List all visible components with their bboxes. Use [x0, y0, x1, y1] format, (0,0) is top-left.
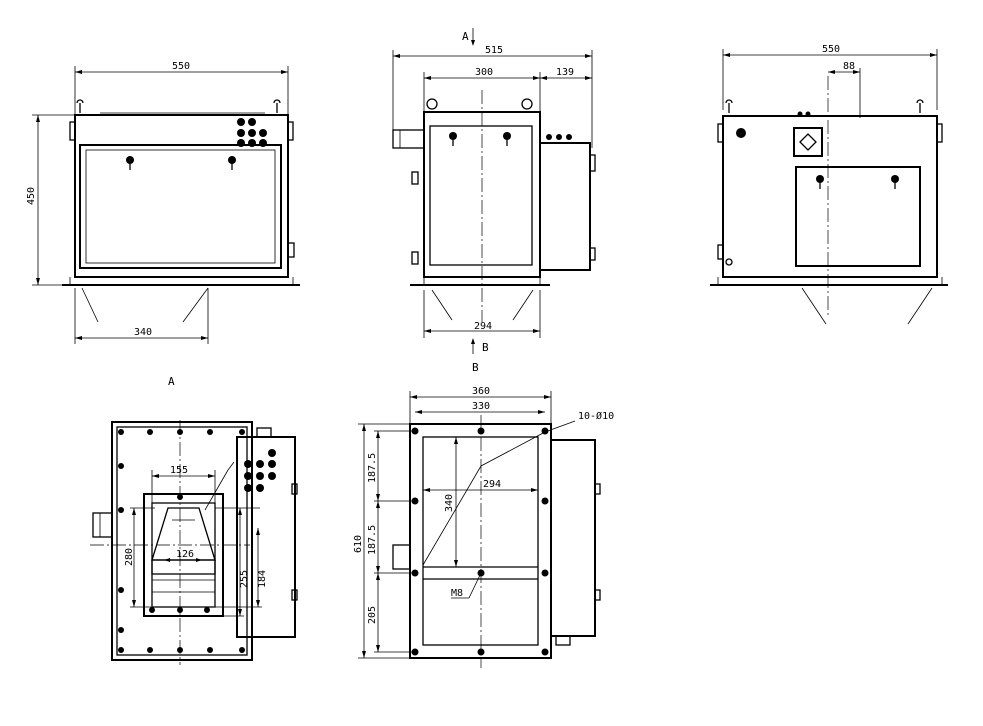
- side-dim-515: 515: [485, 45, 503, 56]
- rear-dim-88: 88: [843, 61, 855, 72]
- front-dim-340: 340: [134, 327, 152, 338]
- rear-view: 550 88: [710, 44, 948, 325]
- view-a-title: A: [168, 375, 175, 388]
- view-a-glands: [244, 449, 276, 492]
- front-view: 550 450: [26, 61, 300, 344]
- view-b-dim-205: 205: [367, 606, 378, 624]
- view-b-holes-note: 10-Ø10: [578, 410, 614, 422]
- view-b-dim-360: 360: [472, 386, 490, 397]
- side-section-b: B: [482, 341, 489, 354]
- front-dim-450: 450: [26, 187, 37, 205]
- view-b-thread-note: M8: [451, 588, 463, 599]
- side-section-a: A: [462, 30, 469, 43]
- side-view: A 515 300 139: [392, 28, 596, 354]
- view-b-title: B: [472, 361, 479, 374]
- view-b-dim-330: 330: [472, 401, 490, 412]
- view-a-dim-255: 255: [239, 570, 250, 588]
- view-a-dim-184: 184: [257, 570, 268, 588]
- front-dim-550: 550: [172, 61, 190, 72]
- view-b-dim-187-top: 187.5: [367, 453, 378, 483]
- view-b-dim-294: 294: [483, 479, 501, 490]
- view-b-bolts: [411, 427, 549, 656]
- side-dim-139: 139: [556, 67, 574, 78]
- view-a-dim-280: 280: [124, 548, 135, 566]
- view-a-dim-155: 155: [170, 465, 188, 476]
- view-b-dim-610: 610: [353, 535, 364, 553]
- side-dim-294: 294: [474, 321, 492, 332]
- view-a: A: [90, 375, 298, 665]
- rear-dim-550: 550: [822, 44, 840, 55]
- view-a-bolts: [118, 429, 245, 653]
- view-b: B 360 330 10-Ø10: [353, 361, 614, 668]
- side-dim-300: 300: [475, 67, 493, 78]
- view-b-dim-340: 340: [444, 494, 455, 512]
- view-b-dim-187-mid: 187.5: [367, 525, 378, 555]
- view-a-dim-126: 126: [176, 549, 194, 560]
- front-cable-glands: [237, 118, 267, 147]
